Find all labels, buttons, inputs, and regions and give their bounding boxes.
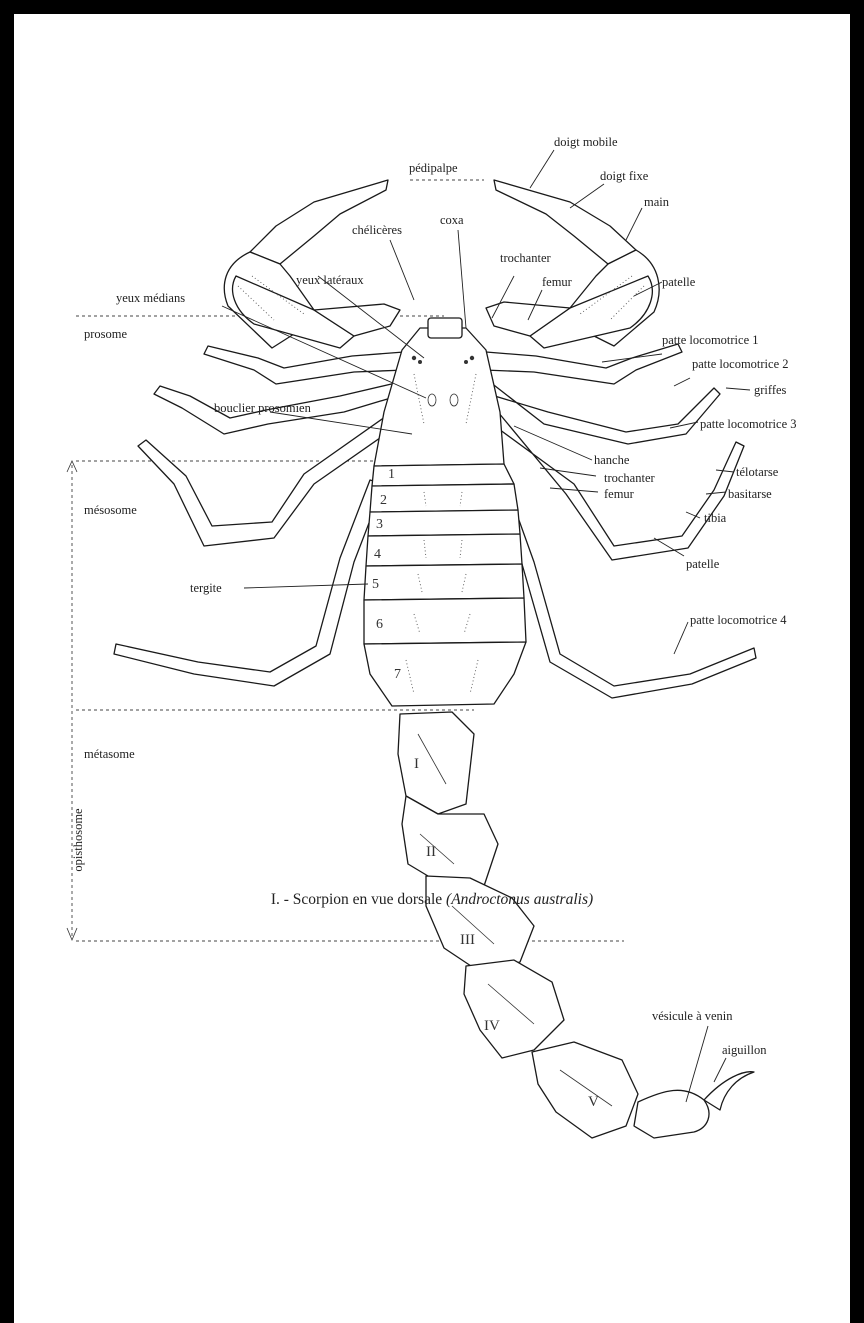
segment-numeral: II xyxy=(426,844,436,860)
label-yeux-lateraux: yeux latéraux xyxy=(296,273,364,287)
plate: pédipalpe doigt mobile doigt fixe main c… xyxy=(14,14,850,1323)
label-aiguillon: aiguillon xyxy=(722,1043,767,1057)
label-trochanter-leg: trochanter xyxy=(604,471,656,485)
prosoma xyxy=(374,318,504,466)
mesosoma xyxy=(364,464,526,706)
label-tergite: tergite xyxy=(190,581,222,595)
label-patelle-top: patelle xyxy=(662,275,696,289)
label-pedipalpe: pédipalpe xyxy=(409,161,458,175)
label-mesosome: mésosome xyxy=(84,503,137,517)
label-cheliceres: chélicères xyxy=(352,223,402,237)
label-prosome: prosome xyxy=(84,327,128,341)
segment-numeral: I xyxy=(414,756,419,772)
segment-numeral: V xyxy=(588,1094,599,1110)
tergite-number: 2 xyxy=(380,493,387,508)
label-femur-leg: femur xyxy=(604,487,635,501)
label-coxa: coxa xyxy=(440,213,464,227)
label-yeux-medians: yeux médians xyxy=(116,291,185,305)
tergite-number: 3 xyxy=(376,517,383,532)
label-vesicule: vésicule à venin xyxy=(652,1009,733,1023)
label-main: main xyxy=(644,195,670,209)
label-griffes: griffes xyxy=(754,383,787,397)
scorpion-diagram: pédipalpe doigt mobile doigt fixe main c… xyxy=(14,14,850,1323)
label-telotarse: télotarse xyxy=(736,465,779,479)
figure-caption: I. - Scorpion en vue dorsale (Androctonu… xyxy=(14,891,850,909)
label-opisthosome: opisthosome xyxy=(71,808,85,872)
label-doigt-fixe: doigt fixe xyxy=(600,169,649,183)
label-doigt-mobile: doigt mobile xyxy=(554,135,618,149)
segment-numeral: III xyxy=(460,932,475,948)
label-patte-3: patte locomotrice 3 xyxy=(700,417,797,431)
label-femur-top: femur xyxy=(542,275,573,289)
left-legs xyxy=(114,346,406,686)
label-trochanter-top: trochanter xyxy=(500,251,552,265)
tergite-number: 5 xyxy=(372,577,379,592)
caption-main: I. - Scorpion en vue dorsale xyxy=(271,891,446,908)
label-patte-2: patte locomotrice 2 xyxy=(692,357,789,371)
label-patte-4: patte locomotrice 4 xyxy=(690,613,787,627)
metasoma xyxy=(398,712,754,1138)
tergite-number: 6 xyxy=(376,617,383,632)
caption-species: (Androctonus australis) xyxy=(446,891,593,908)
tergite-number: 4 xyxy=(374,547,381,562)
segment-numeral: IV xyxy=(484,1018,500,1034)
tergite-number: 1 xyxy=(388,467,395,482)
left-pedipalp xyxy=(224,180,400,348)
label-bouclier: bouclier prosomien xyxy=(214,401,312,415)
label-basitarse: basitarse xyxy=(728,487,772,501)
label-metasome: métasome xyxy=(84,747,135,761)
label-tibia: tibia xyxy=(704,511,727,525)
tergite-number: 7 xyxy=(394,667,401,682)
label-hanche: hanche xyxy=(594,453,630,467)
label-patelle-leg: patelle xyxy=(686,557,720,571)
label-patte-1: patte locomotrice 1 xyxy=(662,333,759,347)
